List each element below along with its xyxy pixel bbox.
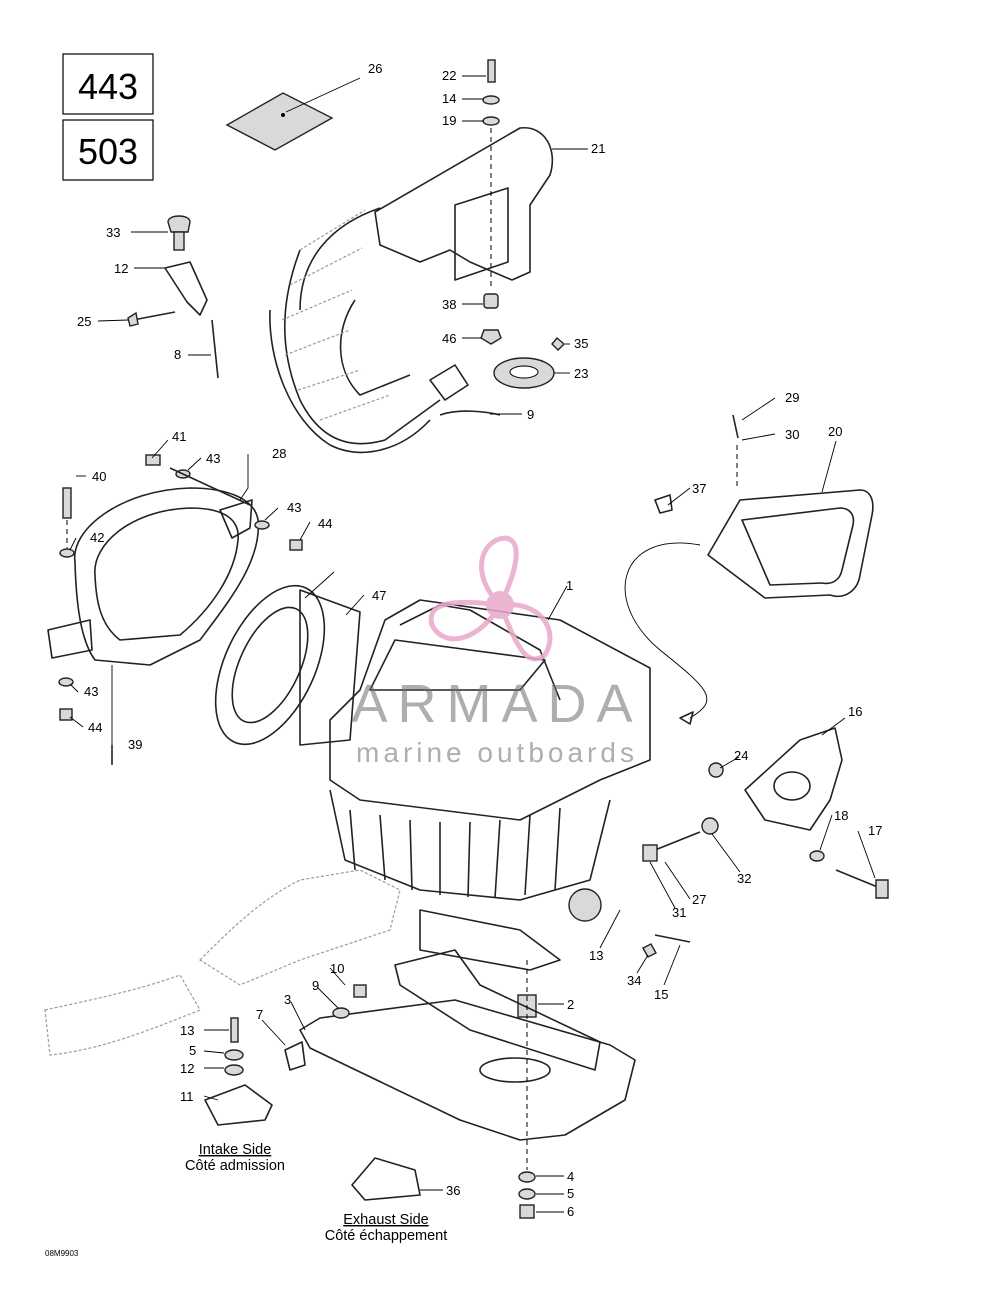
side-captions: Intake Side Côté admission Exhaust Side … bbox=[185, 1142, 447, 1244]
callout-23: 21 bbox=[591, 141, 605, 156]
callout-39: 37 bbox=[692, 481, 706, 496]
figure-code: 08M9903 bbox=[45, 1249, 79, 1258]
part-14-bracket bbox=[127, 215, 501, 416]
part-3-support-plate bbox=[299, 949, 636, 1141]
callout-9-left: 8 bbox=[174, 347, 181, 362]
callout-12: 12 bbox=[180, 1061, 194, 1076]
engine-code-503: 503 bbox=[78, 131, 138, 172]
callout-1: 1 bbox=[566, 578, 573, 593]
callout-18: 16 bbox=[848, 704, 862, 719]
part-22-intake-silencer bbox=[624, 414, 874, 725]
caption-exhaust-side-fr: Côté échappement bbox=[325, 1228, 448, 1244]
callout-10: 10 bbox=[330, 961, 344, 976]
callout-29: 27 bbox=[692, 892, 706, 907]
callout-44-top: 44 bbox=[318, 516, 332, 531]
callout-labels: 26 22 14 19 21 33 12 25 8 38 46 35 23 9 … bbox=[77, 61, 882, 1219]
part-18-bracket bbox=[642, 727, 889, 958]
part-30-air-silencer bbox=[47, 487, 260, 666]
leader-lines bbox=[66, 75, 876, 1213]
small-mounts bbox=[204, 984, 536, 1219]
callout-6: 6 bbox=[567, 1204, 574, 1219]
callout-40: 38 bbox=[442, 297, 456, 312]
callout-5-left: 5 bbox=[189, 1043, 196, 1058]
callout-13: 13 bbox=[180, 1023, 194, 1038]
callout-43-bottom: 43 bbox=[84, 684, 98, 699]
callout-3: 3 bbox=[284, 992, 291, 1007]
callout-42-top: 41 bbox=[172, 429, 186, 444]
callout-27: 25 bbox=[77, 314, 91, 329]
callout-11: 11 bbox=[180, 1089, 194, 1104]
callout-14: 12 bbox=[114, 261, 128, 276]
callout-26: 24 bbox=[734, 748, 748, 763]
watermark: ARMADA marine outboards bbox=[351, 535, 642, 768]
callout-38: 36 bbox=[446, 1183, 460, 1198]
callout-4: 4 bbox=[567, 1169, 574, 1184]
callout-37: 35 bbox=[574, 336, 588, 351]
engine-code-box-503: 503 bbox=[62, 119, 154, 181]
part-23-muffler bbox=[269, 127, 554, 453]
engine-code-box-443: 443 bbox=[62, 53, 154, 115]
silencer-hardware bbox=[58, 454, 303, 765]
callout-43-mid: 43 bbox=[287, 500, 301, 515]
callout-2: 2 bbox=[567, 997, 574, 1012]
callout-21: 19 bbox=[442, 113, 456, 128]
callout-36: 34 bbox=[627, 973, 641, 988]
callout-34: 32 bbox=[737, 871, 751, 886]
callout-17: 15 bbox=[654, 987, 668, 1002]
callout-30: 28 bbox=[272, 446, 286, 461]
callout-41: 39 bbox=[128, 737, 142, 752]
callout-7: 7 bbox=[256, 1007, 263, 1022]
propeller-logo-icon bbox=[428, 535, 553, 662]
part-25-grommet bbox=[493, 357, 555, 389]
callout-25: 23 bbox=[574, 366, 588, 381]
callout-31: 29 bbox=[785, 390, 799, 405]
watermark-tagline: marine outboards bbox=[356, 737, 638, 768]
callout-16: 14 bbox=[442, 91, 456, 106]
callout-33: 31 bbox=[672, 905, 686, 920]
callout-20: 18 bbox=[834, 808, 848, 823]
part-1-engine bbox=[329, 599, 651, 971]
watermark-brand: ARMADA bbox=[351, 674, 642, 734]
callout-24: 22 bbox=[442, 68, 456, 83]
ghost-manifold bbox=[44, 869, 401, 1056]
part-28-plate bbox=[225, 92, 334, 151]
caption-intake-side: Intake Side bbox=[199, 1142, 272, 1158]
callout-35: 33 bbox=[106, 225, 120, 240]
hardware-stack-top bbox=[480, 59, 566, 351]
callout-22: 20 bbox=[828, 424, 842, 439]
caption-intake-side-fr: Côté admission bbox=[185, 1158, 285, 1174]
part-46-47-adapter bbox=[214, 584, 361, 746]
callout-15: 13 bbox=[589, 948, 603, 963]
callout-43-left: 42 bbox=[90, 530, 104, 545]
callout-32: 30 bbox=[785, 427, 799, 442]
callout-45: 46 bbox=[442, 331, 456, 346]
engine-code-443: 443 bbox=[78, 66, 138, 107]
callout-44-bottom: 44 bbox=[88, 720, 102, 735]
callout-8: 9 bbox=[312, 978, 319, 993]
callout-42-left: 40 bbox=[92, 469, 106, 484]
caption-exhaust-side: Exhaust Side bbox=[343, 1212, 428, 1228]
callout-28: 26 bbox=[368, 61, 382, 76]
callout-43-top: 43 bbox=[206, 451, 220, 466]
callout-9-right: 9 bbox=[527, 407, 534, 422]
callout-19: 17 bbox=[868, 823, 882, 838]
callout-46: 47 bbox=[372, 588, 386, 603]
callout-5-right: 5 bbox=[567, 1186, 574, 1201]
